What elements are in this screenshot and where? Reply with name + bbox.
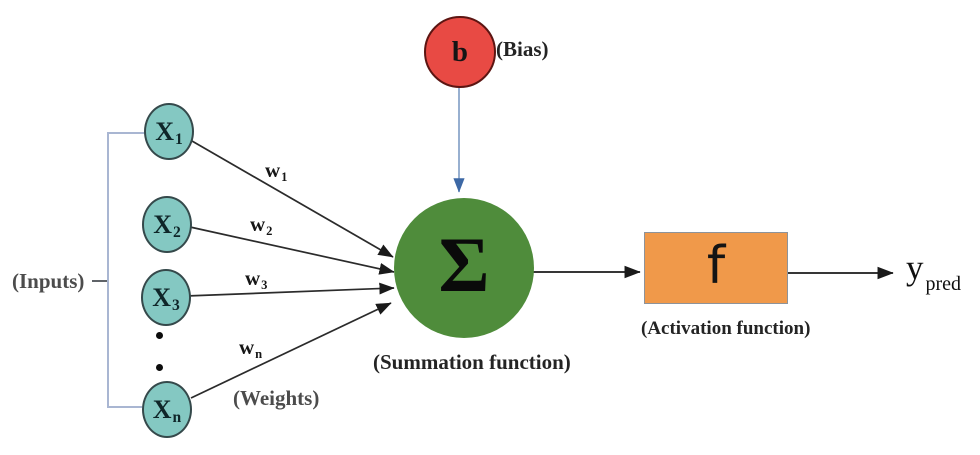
input-node-x3-label: X3 xyxy=(152,282,180,315)
inputs-label: (Inputs) xyxy=(12,269,85,293)
activation-function-symbol: f xyxy=(706,236,726,296)
input-node-x1: X1 xyxy=(144,103,194,160)
input-node-x1-label: X1 xyxy=(155,116,183,149)
activation-label: (Activation function) xyxy=(641,318,811,339)
arrow-xn-to-sum xyxy=(190,302,392,399)
arrow-x2-to-sum xyxy=(189,226,395,275)
weight-label-w1: w1 xyxy=(265,158,288,185)
weight-label-w3: w3 xyxy=(245,266,268,293)
summation-node: Σ xyxy=(394,198,534,338)
input-node-xn: Xn xyxy=(142,381,192,438)
input-node-xn-label: Xn xyxy=(152,394,182,427)
input-node-x2-label: X2 xyxy=(153,209,181,242)
activation-box: f xyxy=(644,232,788,304)
summation-label: (Summation function) xyxy=(373,350,571,374)
vertical-ellipsis-dot xyxy=(156,364,163,371)
bias-label: (Bias) xyxy=(496,37,549,61)
sigma-symbol: Σ xyxy=(438,221,490,308)
output-symbol: y xyxy=(906,248,924,287)
weight-label-wn: wn xyxy=(239,335,263,362)
weight-label-w2: w2 xyxy=(250,212,273,239)
bias-node: b xyxy=(424,16,496,88)
inputs-bracket xyxy=(107,132,146,408)
input-node-x3: X3 xyxy=(141,269,191,326)
output-subscript: pred xyxy=(925,273,962,295)
weights-label: (Weights) xyxy=(233,386,320,410)
vertical-ellipsis-dot xyxy=(156,332,163,339)
bias-symbol: b xyxy=(451,35,469,68)
input-node-x2: X2 xyxy=(142,196,192,253)
arrow-x1-to-sum xyxy=(191,140,394,258)
arrow-x3-to-sum xyxy=(185,282,395,297)
